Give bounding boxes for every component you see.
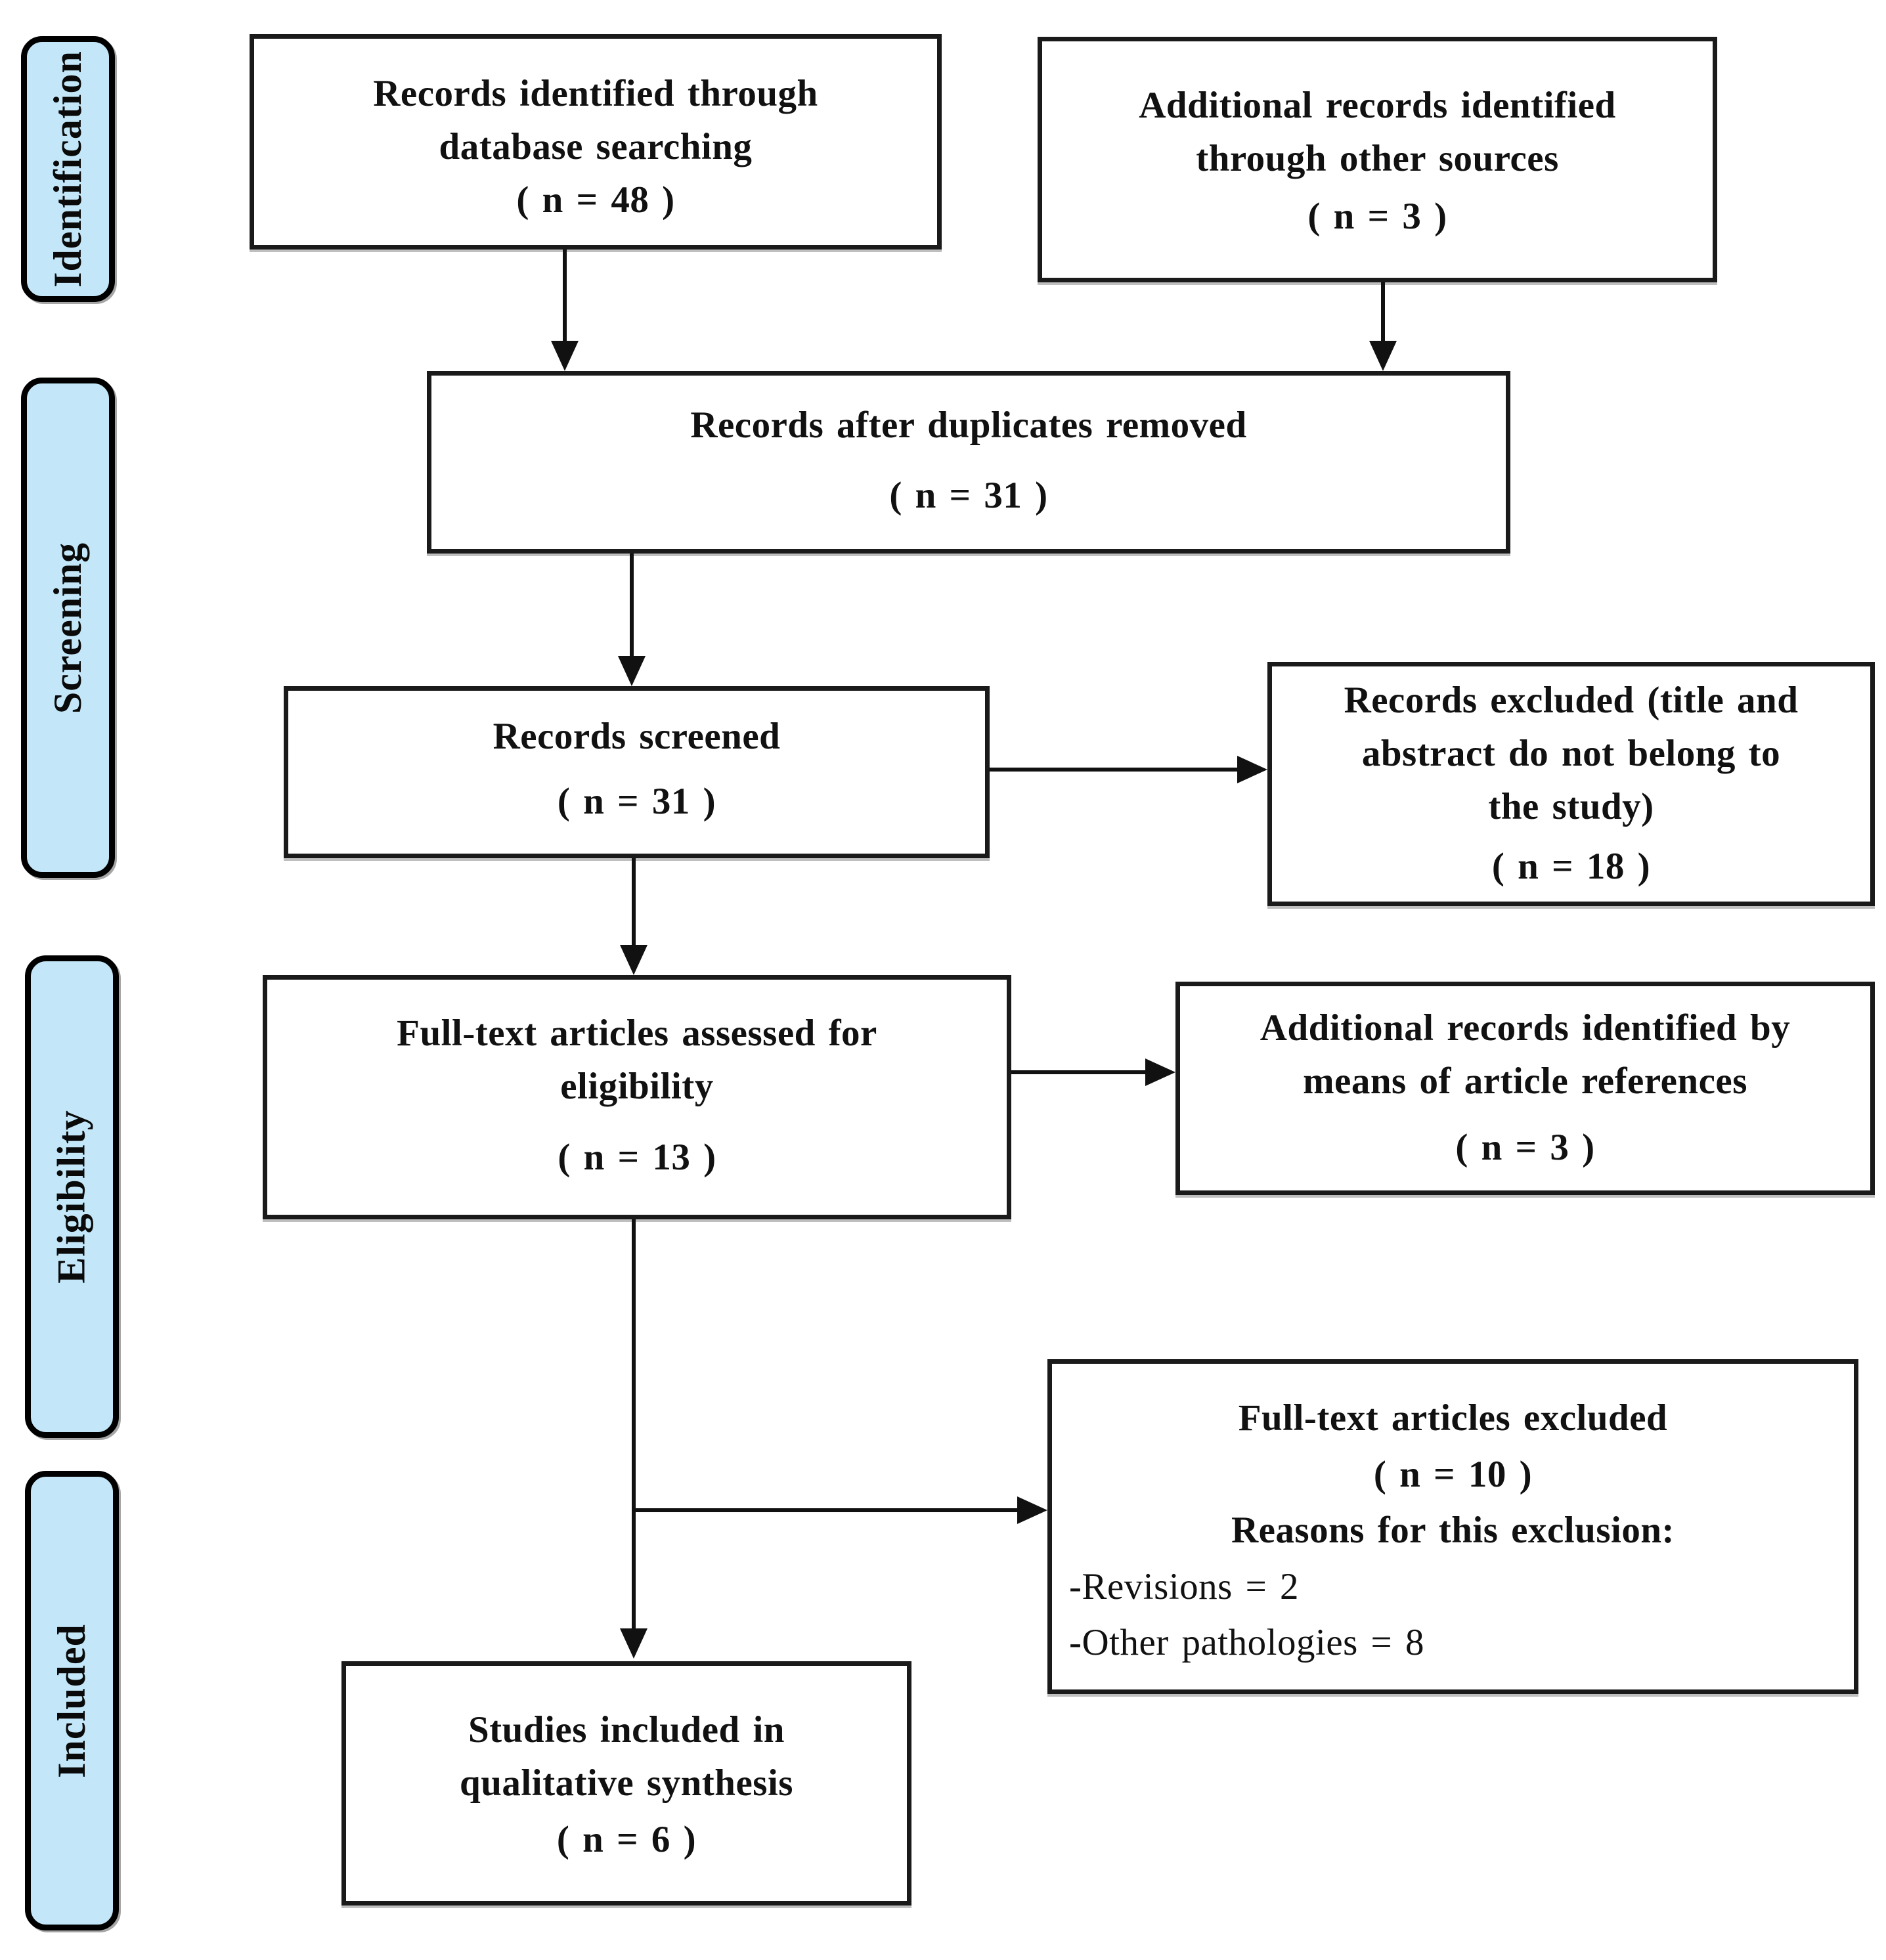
arrow-additional-records-to-duplicates-head	[1369, 341, 1397, 371]
box-title-line: Additional records identified	[1139, 85, 1616, 126]
box-title-line: Additional records identified by	[1260, 1007, 1791, 1049]
box-fulltext-excluded-reason: -Other pathologies = 8	[1069, 1622, 1424, 1663]
box-title-line: Records screened	[493, 716, 781, 757]
box-fulltext-excluded-count: ( n = 10 )	[1373, 1453, 1533, 1495]
box-title-line: through other sources	[1196, 137, 1559, 179]
stage-label-screening: Screening	[21, 378, 115, 878]
box-records-screened-count: ( n = 31 )	[557, 781, 716, 823]
arrow-assessed-to-included-head	[620, 1628, 647, 1659]
box-duplicates-removed: Records after duplicates removed ( n = 3…	[427, 371, 1510, 554]
box-records-excluded-count: ( n = 18 )	[1491, 845, 1651, 887]
box-records-identified-title: Records identified through database sear…	[373, 68, 818, 174]
box-studies-included-count: ( n = 6 )	[556, 1819, 697, 1861]
box-title-line: the study)	[1488, 786, 1654, 827]
box-title-line: Records identified through	[373, 73, 818, 114]
box-additional-records-title: Additional records identified through ot…	[1139, 79, 1615, 186]
box-records-screened: Records screened ( n = 31 )	[284, 686, 990, 858]
arrow-records-identified-to-duplicates-line	[563, 250, 567, 344]
box-title-line: Records after duplicates removed	[690, 404, 1247, 446]
box-additional-records-count: ( n = 3 )	[1307, 196, 1447, 238]
box-title-line: abstract do not belong to	[1361, 733, 1781, 775]
box-records-excluded: Records excluded (title and abstract do …	[1267, 662, 1875, 906]
stage-label-eligibility-text: Eligibility	[50, 1110, 94, 1284]
arrow-duplicates-to-screened-head	[618, 656, 646, 686]
stage-label-identification: Identification	[21, 36, 115, 302]
box-records-identified-count: ( n = 48 )	[516, 179, 675, 221]
box-fulltext-excluded: Full-text articles excluded ( n = 10 ) R…	[1047, 1359, 1858, 1694]
stage-label-screening-text: Screening	[46, 542, 89, 714]
arrow-records-identified-to-duplicates-head	[551, 341, 579, 371]
box-duplicates-removed-title: Records after duplicates removed	[690, 399, 1246, 452]
box-studies-included-title: Studies included in qualitative synthesi…	[460, 1704, 793, 1810]
box-additional-references-title: Additional records identified by means o…	[1260, 1002, 1790, 1108]
box-title-line: Records excluded (title and	[1344, 680, 1799, 722]
box-records-excluded-title: Records excluded (title and abstract do …	[1344, 674, 1799, 834]
box-additional-references: Additional records identified by means o…	[1175, 982, 1875, 1195]
arrow-assessed-to-included-line	[632, 1219, 636, 1631]
box-fulltext-assessed-count: ( n = 13 )	[558, 1137, 716, 1179]
arrow-assessed-to-references-line	[1011, 1070, 1148, 1074]
box-fulltext-excluded-reason: -Revisions = 2	[1069, 1565, 1299, 1607]
box-title-line: Studies included in	[468, 1709, 785, 1751]
box-fulltext-assessed-title: Full-text articles assessed for eligibil…	[397, 1007, 877, 1114]
arrow-assessed-to-fulltext-excluded-head	[1017, 1496, 1047, 1524]
arrow-screened-to-excluded-head	[1237, 756, 1267, 783]
arrow-assessed-to-fulltext-excluded-line	[632, 1508, 1017, 1512]
box-duplicates-removed-count: ( n = 31 )	[889, 475, 1048, 517]
stage-label-identification-text: Identification	[46, 51, 90, 288]
box-additional-references-count: ( n = 3 )	[1455, 1126, 1595, 1168]
arrow-screened-to-assessed-head	[620, 945, 647, 975]
stage-label-included: Included	[25, 1471, 119, 1930]
stage-label-eligibility: Eligibility	[25, 955, 119, 1438]
stage-label-included-text: Included	[50, 1623, 94, 1778]
arrow-additional-records-to-duplicates-line	[1381, 282, 1385, 344]
box-title-line: means of article references	[1303, 1060, 1747, 1102]
box-title-line: qualitative synthesis	[460, 1762, 793, 1804]
box-fulltext-excluded-title: Full-text articles excluded	[1238, 1397, 1668, 1439]
box-additional-records: Additional records identified through ot…	[1038, 37, 1717, 282]
box-fulltext-excluded-reasons-header: Reasons for this exclusion:	[1231, 1510, 1675, 1551]
arrow-screened-to-excluded-line	[990, 768, 1241, 772]
box-records-screened-title: Records screened	[493, 710, 781, 764]
box-studies-included: Studies included in qualitative synthesi…	[341, 1661, 911, 1906]
box-title-line: eligibility	[560, 1065, 714, 1107]
box-fulltext-assessed: Full-text articles assessed for eligibil…	[263, 975, 1011, 1219]
box-title-line: Full-text articles assessed for	[397, 1013, 877, 1054]
arrow-screened-to-assessed-line	[632, 858, 636, 947]
arrow-assessed-to-references-head	[1145, 1058, 1175, 1086]
box-title-line: database searching	[439, 125, 753, 167]
box-records-identified: Records identified through database sear…	[250, 34, 942, 250]
arrow-duplicates-to-screened-line	[630, 554, 634, 659]
